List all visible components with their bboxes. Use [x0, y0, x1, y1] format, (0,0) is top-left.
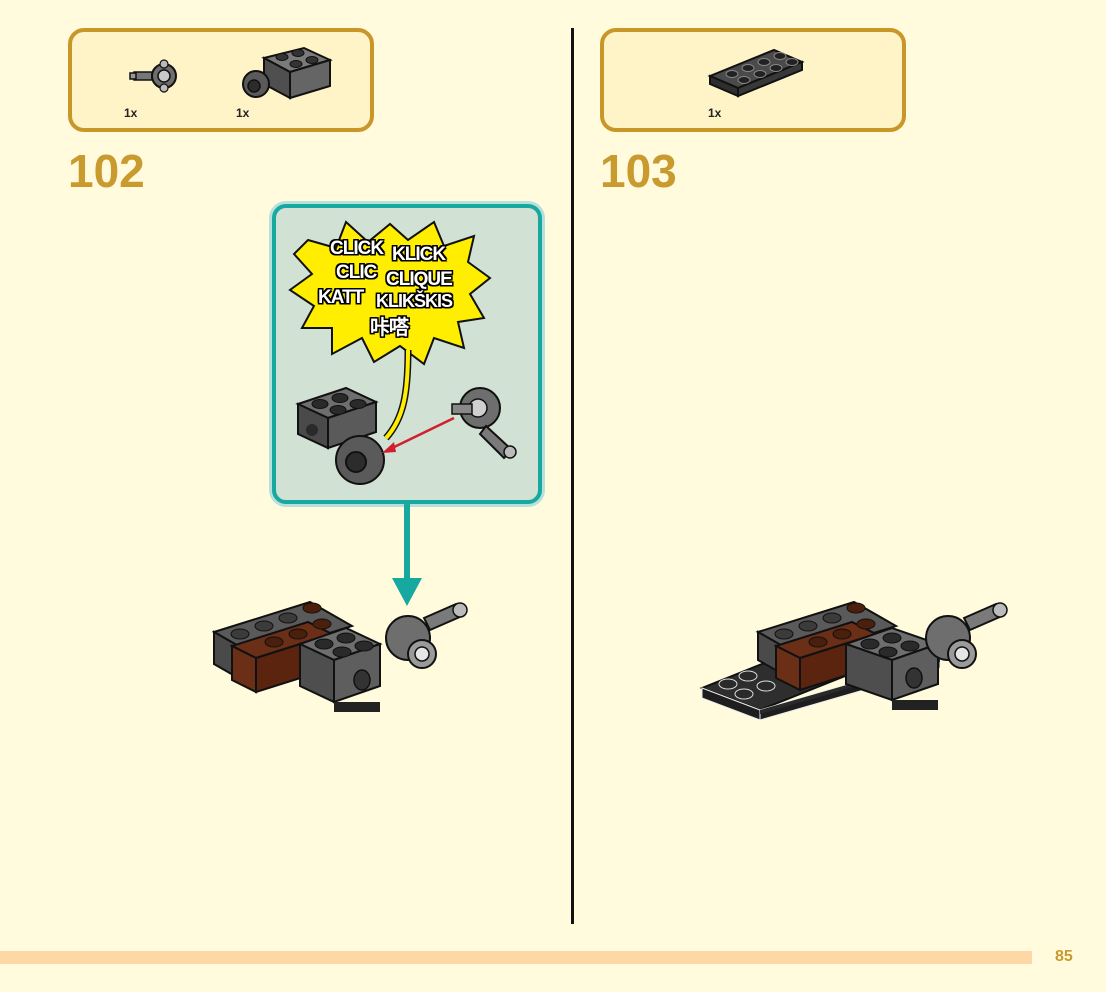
parts-list-box-step-103: 1x: [600, 28, 906, 132]
sound-word: KATT: [318, 287, 364, 308]
part-quantity: 1x: [236, 106, 250, 120]
column-divider: [571, 28, 574, 924]
ball-joint-piece-icon: [129, 59, 177, 93]
plate-2x4-icon: [707, 48, 805, 98]
brick-with-socket-icon: [242, 46, 333, 100]
step-number: 102: [68, 145, 145, 197]
sound-word: CLIC: [336, 262, 377, 283]
sound-word: KLICK: [392, 244, 446, 265]
build-step-102-illustration: [212, 600, 468, 712]
footer-bar: [0, 951, 1032, 964]
sound-word: CLICK: [330, 238, 384, 259]
part-quantity: 1x: [124, 106, 138, 120]
step-number: 103: [600, 145, 677, 197]
click-burst-shape: [288, 220, 492, 366]
callout-connector-arrow: [392, 500, 422, 606]
part-quantity: 1x: [708, 106, 722, 120]
sound-word: 咔嗒: [370, 317, 409, 339]
sound-word: CLIQUE: [386, 269, 453, 290]
callout-assembly-illustration: [295, 349, 517, 485]
sound-word: KLIKŠKIS: [376, 291, 453, 311]
parts-list-box-step-102: 1x 1x: [68, 28, 374, 132]
build-step-103-illustration: [700, 600, 1008, 721]
page-number: 85: [1055, 948, 1073, 965]
